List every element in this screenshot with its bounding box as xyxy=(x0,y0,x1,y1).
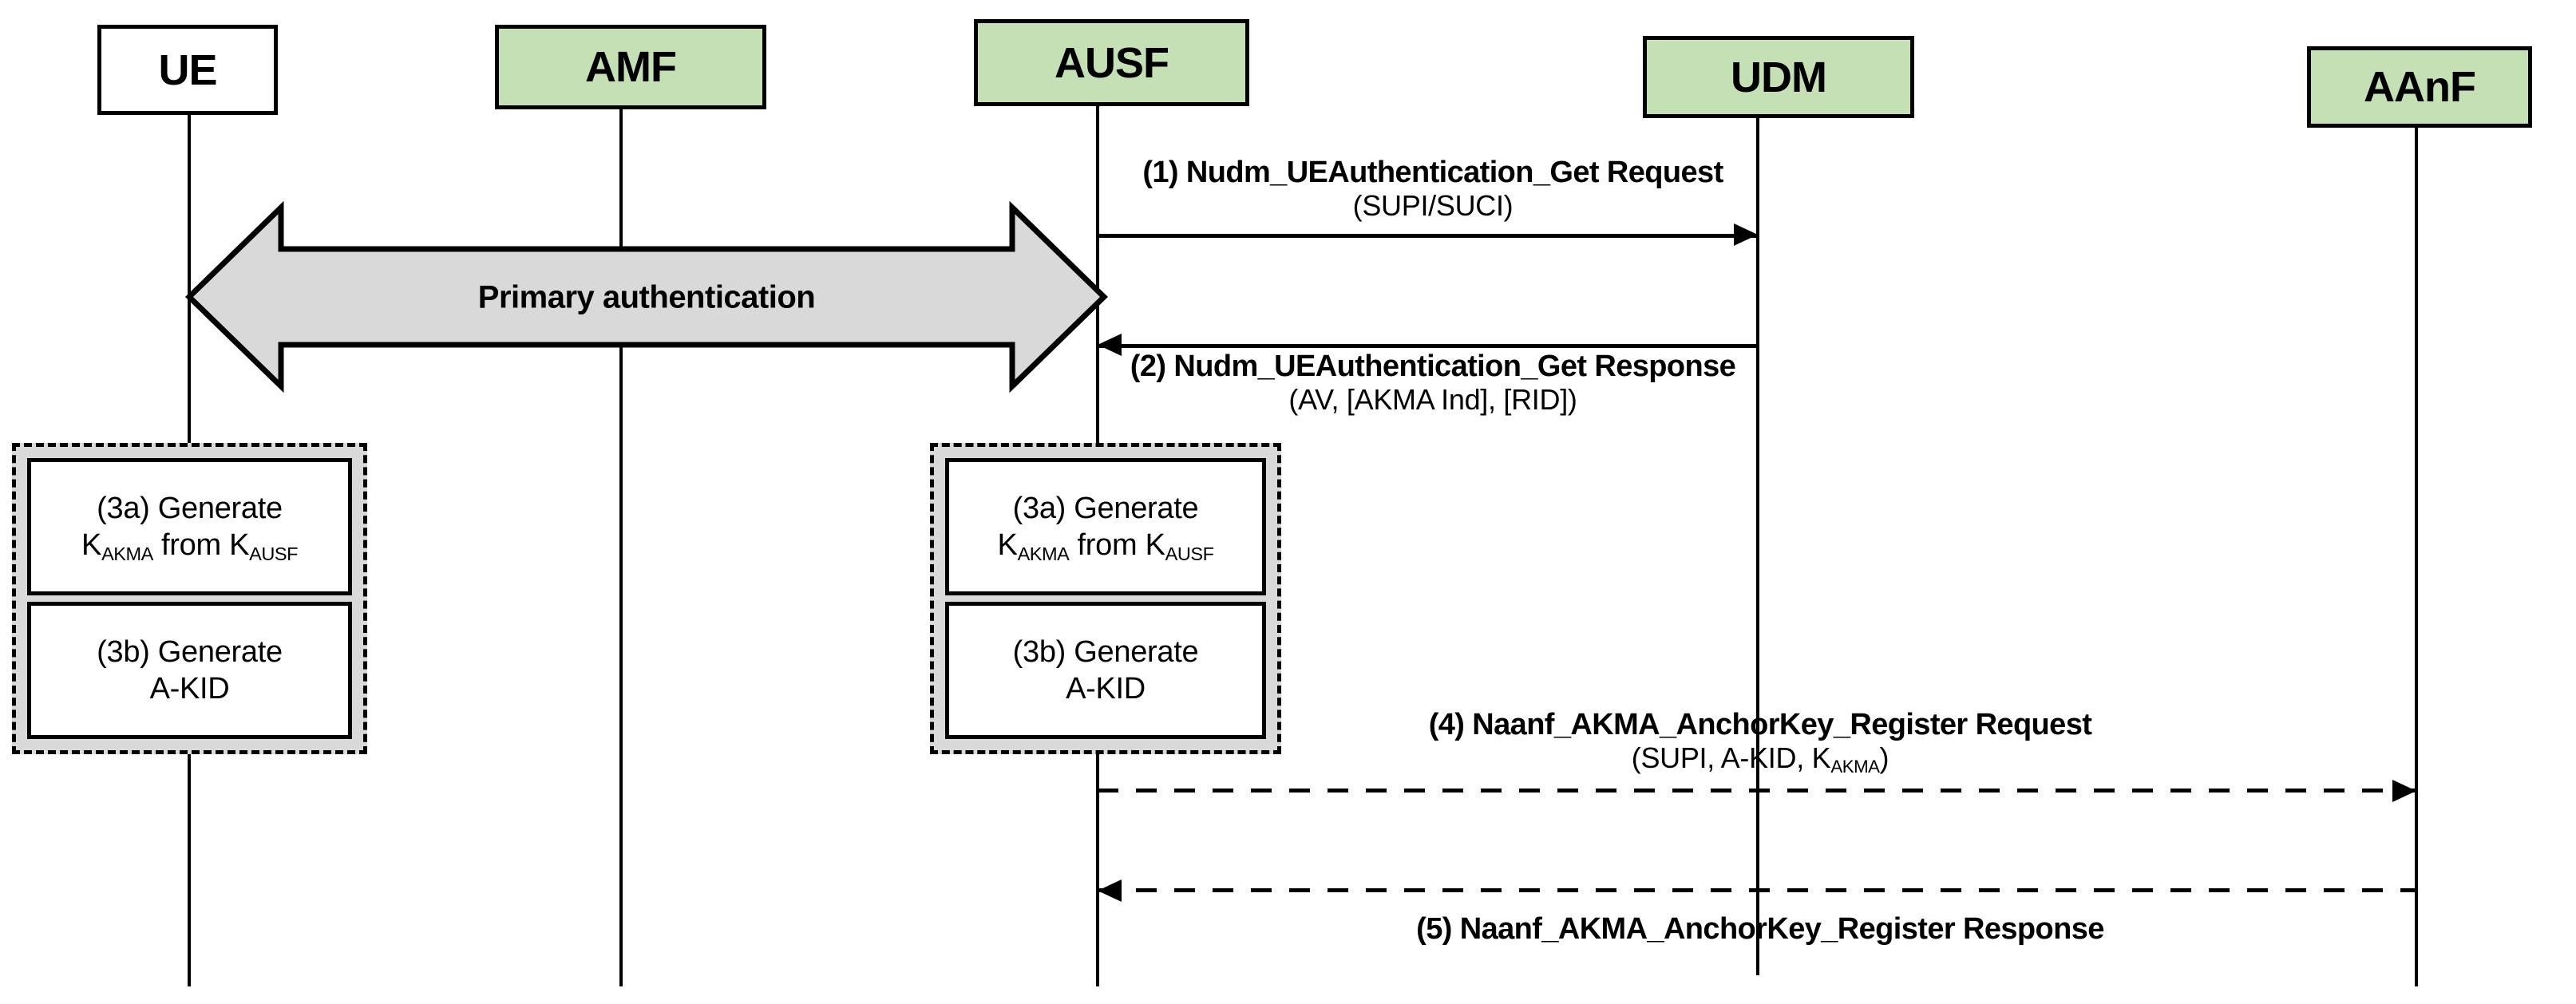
process-box-ausf-3b-line2: A-KID xyxy=(1066,672,1146,706)
message-4-params: (SUPI, A-KID, KAKMA) xyxy=(1631,741,1889,777)
message-2-params: (AV, [AKMA Ind], [RID]) xyxy=(1288,382,1577,416)
process-box-ausf-3a-line2: KAKMA from KAUSF xyxy=(997,528,1214,565)
message-1-label: (1) Nudm_UEAuthentication_Get Request (S… xyxy=(1106,156,1760,222)
actor-label-udm: UDM xyxy=(1731,53,1827,101)
message-2-title: (2) Nudm_UEAuthentication_Get Response xyxy=(1130,350,1736,383)
message-4-arrowhead xyxy=(2392,780,2416,802)
message-1-params: (SUPI/SUCI) xyxy=(1352,188,1514,222)
actor-label-amf: AMF xyxy=(585,43,677,91)
message-5-line xyxy=(1098,888,2416,892)
process-box-ue-3b-line2: A-KID xyxy=(149,672,230,706)
lifeline-amf xyxy=(619,109,623,986)
actor-box-aanf[interactable]: AAnF xyxy=(2307,46,2532,128)
process-box-ue-3b-line1: (3b) Generate xyxy=(97,634,283,669)
process-box-ue-3a-line1: (3a) Generate xyxy=(97,491,283,525)
process-box-ue-3a: (3a) Generate KAKMA from KAUSF xyxy=(27,458,352,595)
message-1-arrowhead xyxy=(1734,223,1758,246)
process-box-ausf-3b: (3b) Generate A-KID xyxy=(945,602,1266,739)
actor-box-amf[interactable]: AMF xyxy=(495,25,766,109)
message-4-label: (4) Naanf_AKMA_AnchorKey_Register Reques… xyxy=(1106,708,2415,777)
message-5-label: (5) Naanf_AKMA_AnchorKey_Register Respon… xyxy=(1106,912,2415,947)
message-2-label: (2) Nudm_UEAuthentication_Get Response (… xyxy=(1106,350,1760,416)
process-group-ue: (3a) Generate KAKMA from KAUSF (3b) Gene… xyxy=(12,443,367,754)
actor-box-ausf[interactable]: AUSF xyxy=(974,19,1249,106)
process-box-ausf-3a: (3a) Generate KAKMA from KAUSF xyxy=(945,458,1266,595)
message-2-arrowhead xyxy=(1098,334,1122,356)
message-2-line xyxy=(1098,344,1758,348)
lifeline-udm xyxy=(1756,118,1759,975)
process-group-ausf: (3a) Generate KAKMA from KAUSF (3b) Gene… xyxy=(930,443,1281,754)
message-4-title: (4) Naanf_AKMA_AnchorKey_Register Reques… xyxy=(1428,708,2092,741)
actor-label-ausf: AUSF xyxy=(1055,38,1169,87)
message-1-title: (1) Nudm_UEAuthentication_Get Request xyxy=(1142,156,1723,189)
message-5-arrowhead xyxy=(1098,879,1122,902)
primary-authentication-arrow: Primary authentication xyxy=(185,200,1108,395)
lifeline-aanf xyxy=(2415,128,2418,986)
actor-box-udm[interactable]: UDM xyxy=(1643,36,1914,118)
message-5-title: (5) Naanf_AKMA_AnchorKey_Register Respon… xyxy=(1416,912,2104,946)
primary-authentication-label: Primary authentication xyxy=(477,279,816,314)
actor-label-aanf: AAnF xyxy=(2364,63,2476,111)
message-1-line xyxy=(1098,234,1758,238)
process-box-ausf-3b-line1: (3b) Generate xyxy=(1012,634,1199,669)
process-box-ue-3a-line2: KAKMA from KAUSF xyxy=(81,528,298,565)
message-4-line xyxy=(1098,789,2416,793)
process-box-ue-3b: (3b) Generate A-KID xyxy=(27,602,352,739)
actor-label-ue: UE xyxy=(158,45,217,94)
process-box-ausf-3a-line1: (3a) Generate xyxy=(1012,491,1199,525)
actor-box-ue[interactable]: UE xyxy=(97,25,278,115)
